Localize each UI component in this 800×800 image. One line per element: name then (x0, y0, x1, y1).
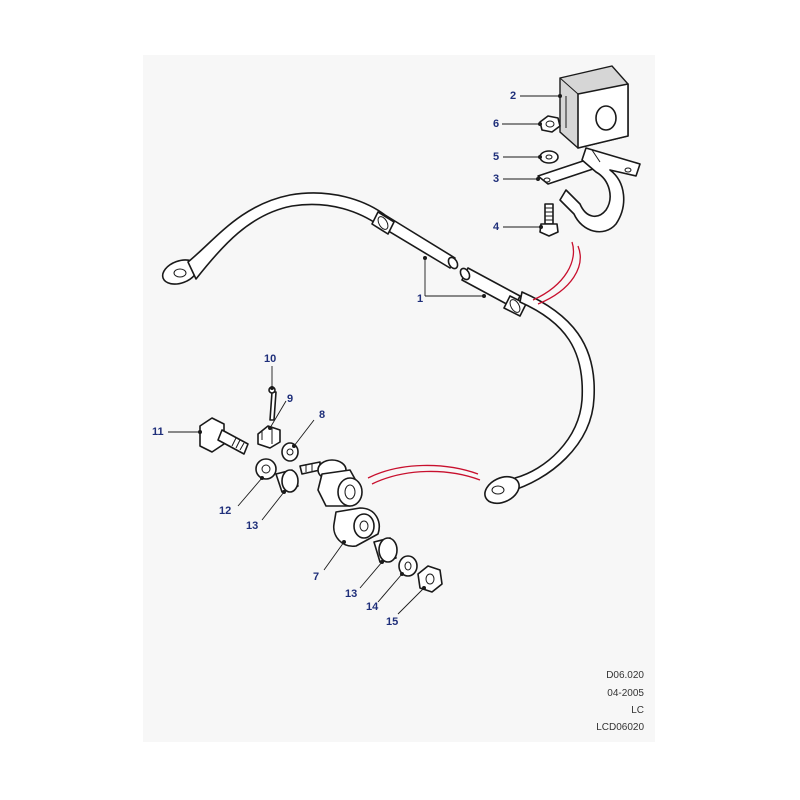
callout-10: 10 (264, 353, 277, 365)
callout-12: 12 (219, 505, 232, 517)
callout-5: 5 (493, 151, 500, 163)
split-pin-part-10 (268, 386, 277, 421)
callout-15: 15 (386, 616, 399, 628)
diagram-reference: LCD06020 (596, 722, 644, 733)
callout-13-upper: 13 (246, 520, 259, 532)
callout-6: 6 (493, 118, 500, 130)
bolt-part-4 (539, 203, 559, 237)
callout-leader-lines (168, 94, 562, 615)
anti-roll-bar-left-half (161, 192, 459, 285)
callout-7: 7 (313, 571, 320, 583)
callout-8: 8 (319, 409, 326, 421)
callout-2: 2 (510, 90, 517, 102)
diagram-initials: LC (631, 705, 644, 716)
callout-3: 3 (493, 173, 500, 185)
bush-part-13-upper (275, 469, 299, 493)
connection-lines (367, 241, 581, 485)
callout-11: 11 (152, 426, 164, 438)
callout-9: 9 (287, 393, 294, 405)
nut-part-15 (417, 565, 443, 593)
castle-nut-part-9 (257, 425, 281, 449)
washer-part-14 (398, 555, 418, 577)
washer-part-12 (255, 458, 277, 480)
drop-link-part-7 (299, 459, 380, 547)
callout-4: 4 (493, 221, 500, 233)
bush-part-13-lower (373, 537, 398, 563)
washer-part-5 (539, 150, 559, 164)
bush-part (559, 65, 629, 149)
callout-14: 14 (366, 601, 379, 613)
clamp-bracket-part-3 (537, 147, 641, 233)
diagram-code: D06.020 (606, 670, 644, 681)
anti-roll-bar-right-half (459, 267, 595, 505)
diagram-date: 04-2005 (607, 688, 644, 699)
bolt-part-11 (199, 417, 249, 455)
nut-part-6 (539, 115, 561, 133)
callout-1: 1 (417, 293, 424, 305)
callout-13-lower: 13 (345, 588, 358, 600)
